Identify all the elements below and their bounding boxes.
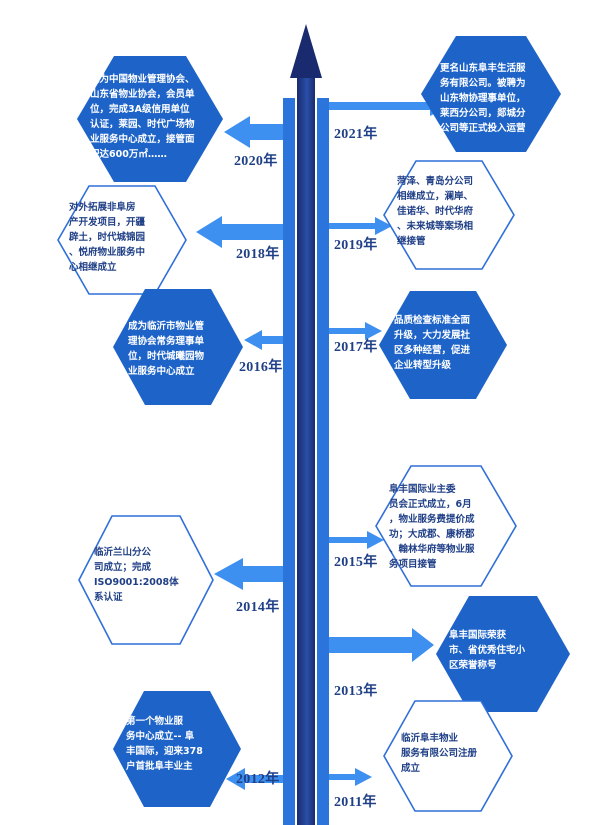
milestone-card-2014: 临沂兰山分公 司成立；完成 ISO9001:2008体 系认证: [78, 515, 214, 645]
milestone-card-2011: 临沂阜丰物业 服务有限公司注册 成立: [383, 700, 513, 812]
milestone-text-2014: 临沂兰山分公 司成立；完成 ISO9001:2008体 系认证: [94, 547, 179, 603]
milestone-card-2015: 阜丰国际业主委 员会正式成立，6月 ，物业服务费提价成 功；大成郡、康桥郡 、翰…: [375, 465, 517, 587]
milestone-card-2017: 品质检查标准全面 升级，大力发展社 区多种经营，促进 企业转型升级: [378, 290, 508, 400]
milestone-text-2012: 第一个物业服 务中心成立-- 阜 丰国际，迎来378 户首批阜丰业主: [126, 716, 203, 772]
year-label-2018: 2018年: [236, 247, 280, 262]
branch-2016: [244, 330, 283, 350]
branch-2013: [329, 628, 434, 662]
milestone-card-2020: 成为中国物业管理协会、 山东省物业协会，会员单 位，完成3A级信用单位 认证，莱…: [76, 55, 224, 183]
right-rail: [317, 98, 329, 825]
left-rail: [283, 98, 295, 825]
milestone-text-2021: 更名山东阜丰生活服 务有限公司。被聘为 山东物协理事单位， 莱西分公司，郯城分 …: [440, 63, 526, 134]
branch-2018: [196, 216, 283, 248]
branch-2014: [214, 558, 283, 590]
year-label-2014: 2014年: [236, 600, 280, 615]
milestone-text-2017: 品质检查标准全面 升级，大力发展社 区多种经营，促进 企业转型升级: [394, 315, 471, 371]
year-label-2019: 2019年: [334, 238, 378, 253]
milestone-card-2013: 阜丰国际荣获 市、省优秀住宅小 区荣誉称号: [435, 595, 571, 713]
year-label-2021: 2021年: [334, 127, 378, 142]
milestone-text-2011: 临沂阜丰物业 服务有限公司注册 成立: [401, 733, 478, 774]
milestone-text-2020: 成为中国物业管理协会、 山东省物业协会，会员单 位，完成3A级信用单位 认证，莱…: [90, 74, 195, 160]
year-label-2013: 2013年: [334, 684, 378, 699]
milestone-text-2019: 菏泽、青岛分公司 相继成立，澜岸、 佳诺华、时代华府 、未来城等案场相 继接管: [397, 176, 474, 247]
year-label-2016: 2016年: [239, 360, 283, 375]
branch-2019: [329, 217, 392, 235]
milestone-card-2021: 更名山东阜丰生活服 务有限公司。被聘为 山东物协理事单位， 莱西分公司，郯城分 …: [420, 35, 562, 153]
branch-2021: [329, 96, 450, 116]
branch-2020: [224, 116, 283, 148]
milestone-text-2018: 对外拓展非阜房 产开发项目，开疆 辟土，时代城锦园 、悦府物业服务中 心相继成立: [69, 202, 146, 273]
main-shaft: [297, 70, 315, 825]
milestone-card-2018: 对外拓展非阜房 产开发项目，开疆 辟土，时代城锦园 、悦府物业服务中 心相继成立: [57, 185, 187, 295]
year-label-2012: 2012年: [236, 772, 280, 787]
up-arrow-icon: [290, 24, 322, 78]
branch-2015: [329, 531, 384, 549]
branch-2011: [329, 768, 372, 786]
year-label-2017: 2017年: [334, 340, 378, 355]
milestone-text-2015: 阜丰国际业主委 员会正式成立，6月 ，物业服务费提价成 功；大成郡、康桥郡 、翰…: [389, 484, 475, 570]
year-label-2011: 2011年: [334, 795, 377, 810]
year-label-2015: 2015年: [334, 555, 378, 570]
branch-2017: [329, 322, 382, 340]
year-label-2020: 2020年: [234, 154, 278, 169]
milestone-text-2016: 成为临沂市物业管 理协会常务理事单 位，时代城曦园物 业服务中心成立: [128, 321, 205, 377]
milestone-card-2016: 成为临沂市物业管 理协会常务理事单 位，时代城曦园物 业服务中心成立: [112, 288, 244, 406]
milestone-card-2012: 第一个物业服 务中心成立-- 阜 丰国际，迎来378 户首批阜丰业主: [112, 690, 242, 808]
milestone-text-2013: 阜丰国际荣获 市、省优秀住宅小 区荣誉称号: [449, 630, 526, 671]
milestone-card-2019: 菏泽、青岛分公司 相继成立，澜岸、 佳诺华、时代华府 、未来城等案场相 继接管: [383, 160, 515, 270]
branch-2012: [226, 768, 283, 790]
